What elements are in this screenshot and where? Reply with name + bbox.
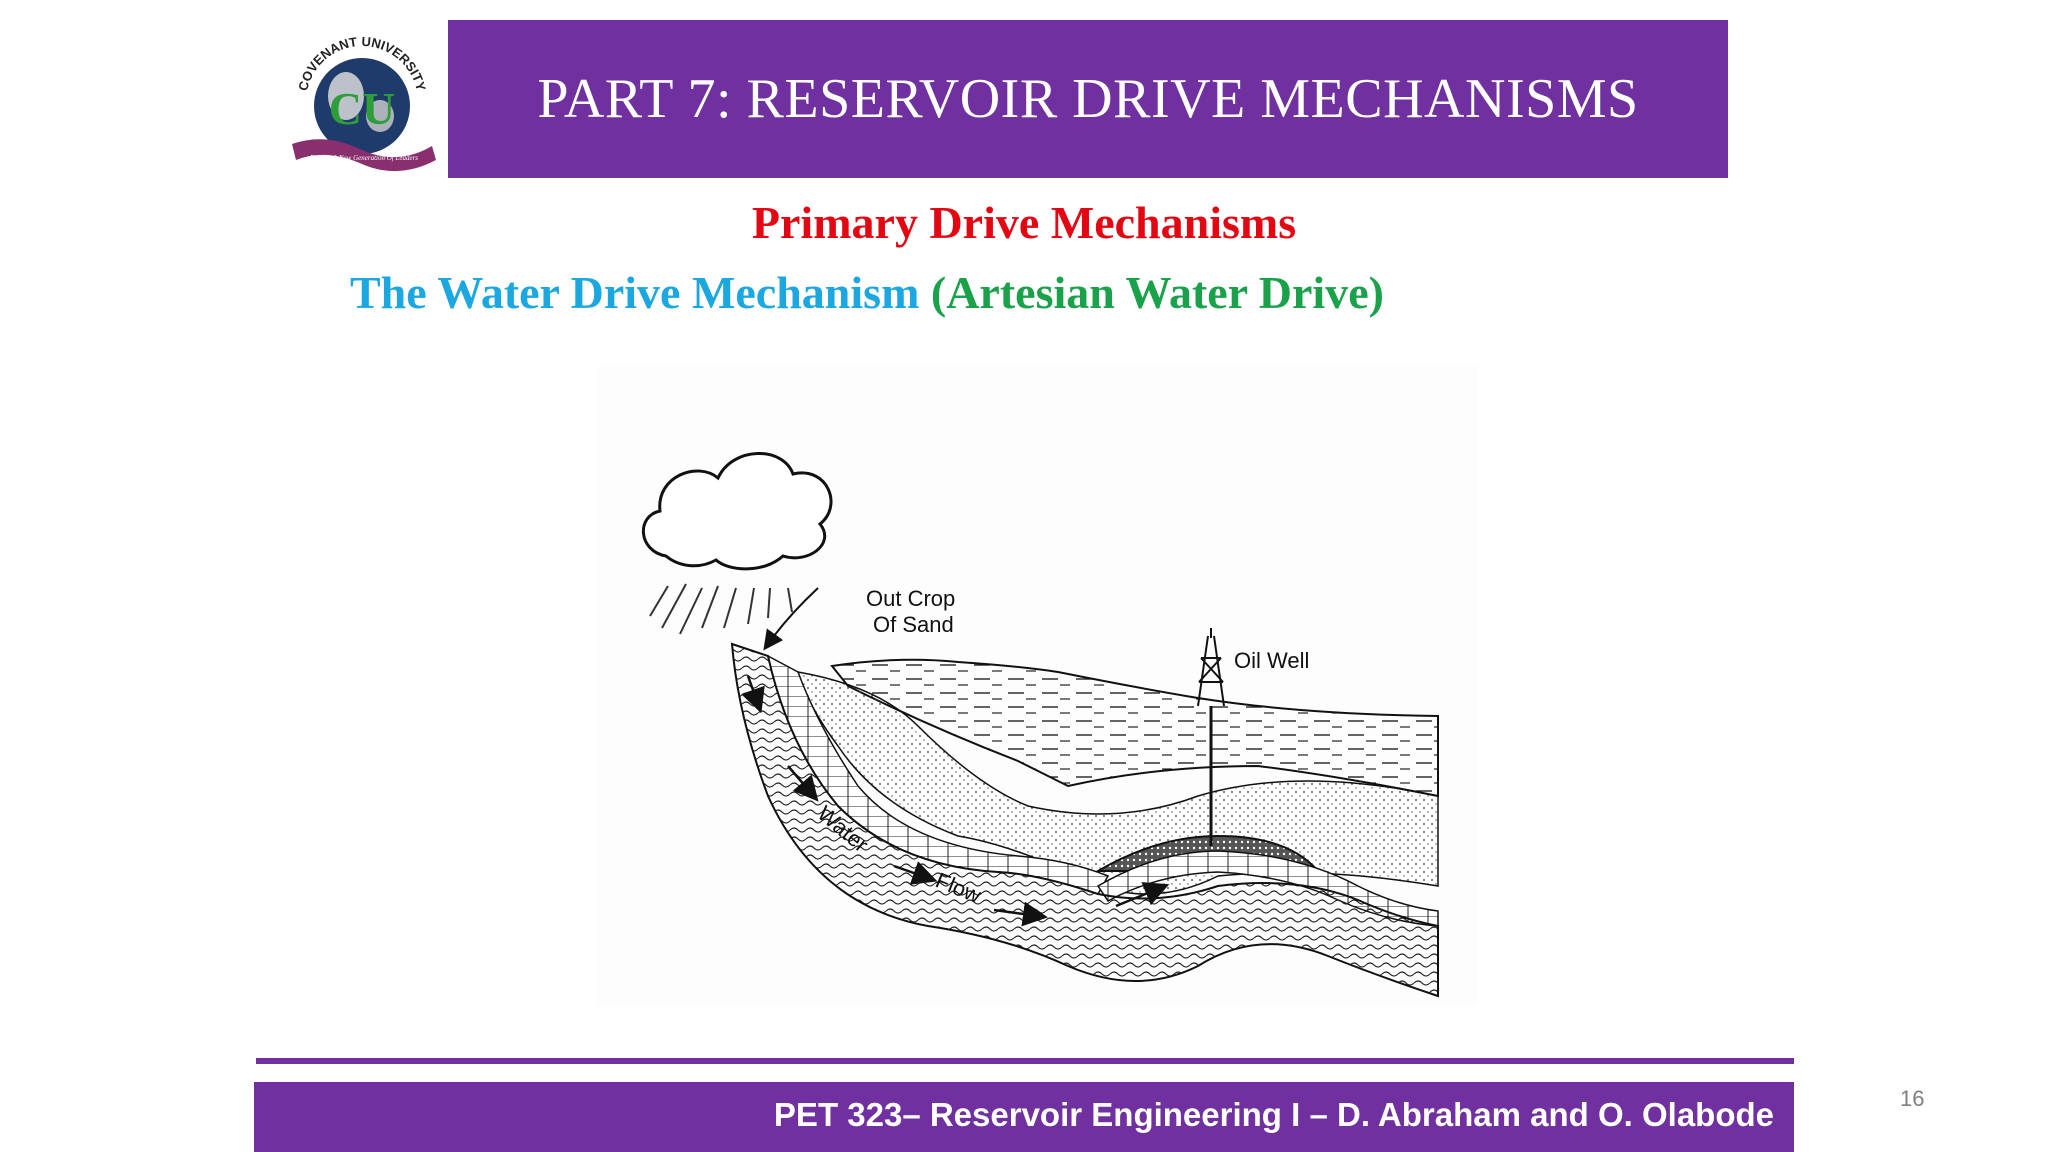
logo-monogram: CU <box>329 83 395 134</box>
footer-course-info: PET 323– Reservoir Engineering I – D. Ab… <box>773 1096 1774 1133</box>
surface-shale-layer <box>830 658 1439 798</box>
label-outcrop-line1: Out Crop <box>866 586 955 611</box>
slide-number: 16 <box>1900 1086 1925 1111</box>
oil-well-derrick <box>1197 628 1225 846</box>
aquifer-layer <box>730 642 1439 998</box>
outcrop-pointer <box>763 587 819 651</box>
page-title: PART 7: RESERVOIR DRIVE MECHANISMS <box>537 68 1639 130</box>
section-subtitle: Primary Drive Mechanisms <box>751 197 1297 248</box>
university-logo: CU COVENANT UNIVERSITY Raising A New Gen… <box>276 20 448 180</box>
rain-lines <box>649 583 793 635</box>
caprock-lower <box>1096 850 1439 927</box>
water-drive-diagram: Out Crop Of Sand Oil Well Water Flow <box>598 366 1478 1006</box>
label-oil-well: Oil Well <box>1234 648 1309 673</box>
sand-layer <box>796 671 1439 895</box>
label-outcrop-line2: Of Sand <box>873 612 954 637</box>
footer-bar: PET 323– Reservoir Engineering I – D. Ab… <box>254 1082 1794 1152</box>
footer-divider <box>256 1058 1794 1064</box>
mechanism-heading: The Water Drive Mechanism (Artesian Wate… <box>350 266 1384 319</box>
mechanism-name: The Water Drive Mechanism <box>350 267 920 318</box>
flow-arrows <box>741 675 1170 927</box>
logo-motto: Raising A New Generation Of Leaders <box>309 154 418 162</box>
cloud-icon <box>642 452 833 571</box>
header-bar: PART 7: RESERVOIR DRIVE MECHANISMS <box>448 20 1728 178</box>
mechanism-alt-name: (Artesian Water Drive) <box>930 267 1384 318</box>
logo-ribbon <box>292 139 436 172</box>
logo-emblem: CU COVENANT UNIVERSITY Raising A New Gen… <box>292 34 436 172</box>
